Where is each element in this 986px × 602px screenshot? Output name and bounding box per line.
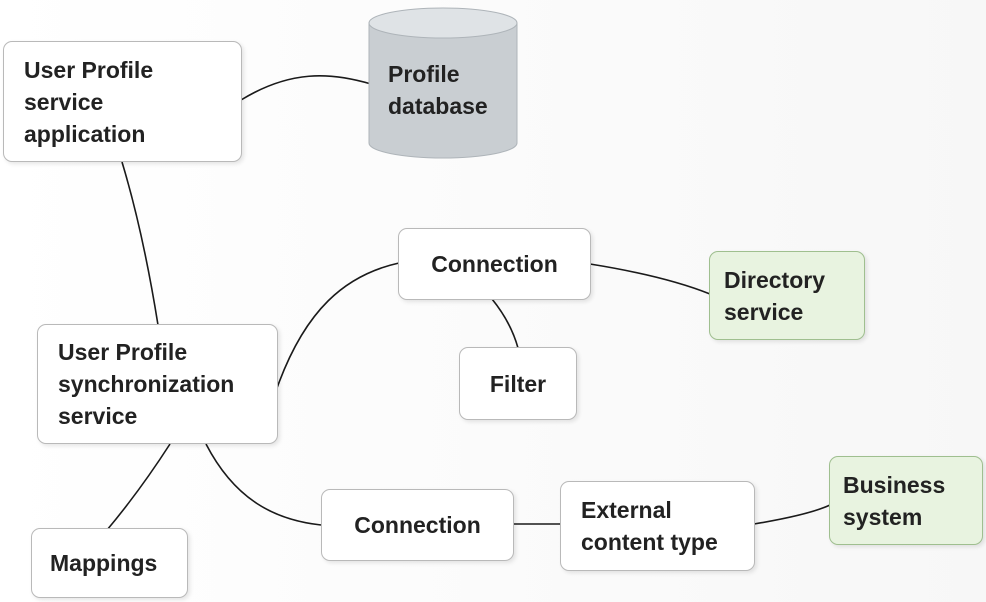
connector-sync-connection-bottom bbox=[205, 443, 322, 526]
business-system-node: Business system bbox=[829, 456, 983, 545]
node-label-line: service bbox=[58, 403, 138, 429]
connector-connection-filter bbox=[491, 298, 519, 349]
connector-app-sync bbox=[121, 161, 159, 326]
node-label-line: synchronization bbox=[58, 371, 235, 397]
node-label-line: Connection bbox=[431, 251, 558, 277]
node-label-line: Directory bbox=[724, 266, 825, 293]
connector-external-business bbox=[753, 504, 831, 525]
directory-service-node: Directory service bbox=[709, 251, 865, 340]
node-label-line: Mappings bbox=[50, 550, 158, 576]
node-label-line: service bbox=[724, 298, 804, 325]
node-label-line: service bbox=[24, 88, 104, 115]
node-label-line: Filter bbox=[489, 370, 547, 397]
node-label-line: User Profile bbox=[58, 339, 188, 365]
connector-app-database bbox=[240, 75, 372, 101]
node-label-line: External bbox=[581, 497, 672, 523]
connection-node-top: Connection bbox=[398, 228, 591, 300]
node-label-line: Profile bbox=[388, 61, 460, 87]
user-profile-synchronization-service-node: User Profile synchronization service bbox=[37, 324, 278, 444]
profile-database-label: Profile database bbox=[388, 58, 488, 122]
connector-sync-mappings bbox=[106, 443, 171, 531]
user-profile-service-application-node: User Profile service application bbox=[3, 41, 242, 162]
node-label-line: database bbox=[388, 93, 488, 119]
node-label-line: system bbox=[843, 503, 923, 530]
node-label-line: User Profile bbox=[24, 56, 154, 83]
mappings-node: Mappings bbox=[31, 528, 188, 598]
node-label-line: application bbox=[24, 120, 146, 147]
connection-node-bottom: Connection bbox=[321, 489, 514, 561]
connector-sync-connection-top bbox=[276, 262, 400, 389]
node-label-line: Connection bbox=[354, 512, 481, 538]
node-label-line: content type bbox=[581, 529, 718, 555]
connector-connection-directory bbox=[589, 263, 711, 295]
filter-node: Filter bbox=[459, 347, 577, 420]
external-content-type-node: External content type bbox=[560, 481, 755, 571]
database-cylinder-icon bbox=[368, 7, 518, 159]
node-label-line: Business bbox=[843, 471, 946, 498]
